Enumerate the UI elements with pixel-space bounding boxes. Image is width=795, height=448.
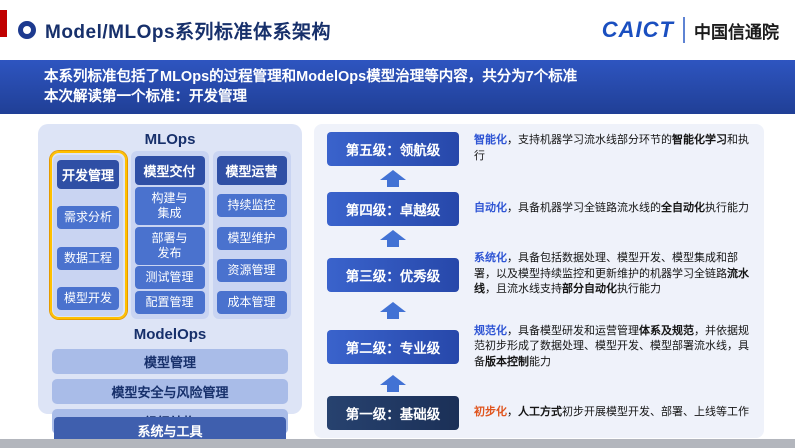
red-accent-bar (0, 10, 7, 37)
level-1-row: 第一级：基础级 初步化，人工方式初步开展模型开发、部署、上线等工作 (324, 395, 754, 430)
intro-banner: 本系列标准包括了MLOps的过程管理和ModelOps模型治理等内容，共分为7个… (0, 60, 795, 114)
column-header: 开发管理 (57, 159, 119, 189)
level-3-box: 第三级：优秀级 (327, 257, 459, 292)
maturity-panel: 第五级：领航级 智能化，支持机器学习流水线部分环节的智能化学习和执行 第四级：卓… (314, 124, 764, 438)
column-header: 模型运营 (216, 156, 287, 185)
level-3-description: 系统化，具备包括数据处理、模型开发、模型集成和部署，以及模型持续监控和更新维护的… (474, 252, 749, 296)
page-title: Model/MLOps系列标准体系架构 (45, 21, 332, 43)
level-4-row: 第四级：卓越级 自动化，具备机器学习全链路流水线的全自动化执行能力 (324, 191, 754, 226)
node-model-development: 模型开发 (57, 287, 119, 311)
node-data-engineering: 数据工程 (57, 246, 119, 270)
up-arrow-icon (324, 170, 462, 188)
up-arrow-icon (324, 374, 462, 392)
slide-header: Model/MLOps系列标准体系架构 CAICT 中国信通院 (0, 0, 795, 60)
caict-logo: CAICT 中国信通院 (602, 0, 779, 60)
level-1-box: 第一级：基础级 (327, 395, 459, 430)
bar-model-management: 模型管理 (52, 349, 288, 374)
highlight-frame: 开发管理 需求分析 数据工程 模型开发 (49, 151, 127, 319)
modelops-label: ModelOps (133, 326, 207, 343)
level-1-description: 初步化，人工方式初步开展模型开发、部署、上线等工作 (474, 406, 749, 419)
window-edge (0, 439, 795, 448)
column-header: 模型交付 (134, 156, 205, 185)
up-arrow-icon (324, 302, 462, 320)
level-4-box: 第四级：卓越级 (327, 191, 459, 226)
level-3-row: 第三级：优秀级 系统化，具备包括数据处理、模型开发、模型集成和部署，以及模型持续… (324, 251, 754, 298)
banner-line-1: 本系列标准包括了MLOps的过程管理和ModelOps模型治理等内容，共分为7个… (44, 69, 578, 85)
node-continuous-monitoring: 持续监控 (216, 194, 287, 218)
node-resource-management: 资源管理 (216, 258, 287, 282)
banner-line-2: 本次解读第一个标准：开发管理 (44, 89, 247, 105)
node-config-management: 配置管理 (134, 291, 205, 314)
mlops-panel: MLOps 开发管理 需求分析 数据工程 模型开发 模型交付 构建与 集成 部署… (38, 124, 302, 434)
column-dev-management: 开发管理 需求分析 数据工程 模型开发 (53, 154, 123, 316)
mlops-columns: 开发管理 需求分析 数据工程 模型开发 模型交付 构建与 集成 部署与 发布 测… (46, 151, 294, 319)
node-test-management: 测试管理 (134, 266, 205, 290)
logo-cn-name: 中国信通院 (694, 22, 779, 42)
column-model-delivery: 模型交付 构建与 集成 部署与 发布 测试管理 配置管理 (130, 151, 209, 319)
level-2-box: 第二级：专业级 (327, 329, 459, 364)
node-cost-management: 成本管理 (216, 291, 287, 314)
level-4-description: 自动化，具备机器学习全链路流水线的全自动化执行能力 (474, 201, 749, 214)
node-model-maintenance: 模型维护 (216, 226, 287, 250)
node-deploy-release: 部署与 发布 (134, 226, 205, 265)
bullet-ring-icon (18, 21, 36, 39)
level-5-box: 第五级：领航级 (327, 132, 459, 166)
bar-model-security-risk: 模型安全与风险管理 (52, 379, 288, 404)
level-2-row: 第二级：专业级 规范化，具备模型研发和运营管理体系及规范，并依据规范初步形成了数… (324, 324, 754, 371)
node-requirement-analysis: 需求分析 (57, 206, 119, 230)
mlops-label: MLOps (144, 131, 196, 148)
logo-divider (683, 17, 685, 43)
level-2-description: 规范化，具备模型研发和运营管理体系及规范，并依据规范初步形成了数据处理、模型开发… (474, 324, 749, 368)
column-model-operations: 模型运营 持续监控 模型维护 资源管理 成本管理 (212, 151, 291, 319)
node-build-integration: 构建与 集成 (134, 186, 205, 225)
logo-brand-text: CAICT (601, 17, 674, 42)
level-5-description: 智能化，支持机器学习流水线部分环节的智能化学习和执行 (474, 134, 749, 162)
up-arrow-icon (324, 229, 462, 247)
level-5-row: 第五级：领航级 智能化，支持机器学习流水线部分环节的智能化学习和执行 (324, 132, 754, 166)
